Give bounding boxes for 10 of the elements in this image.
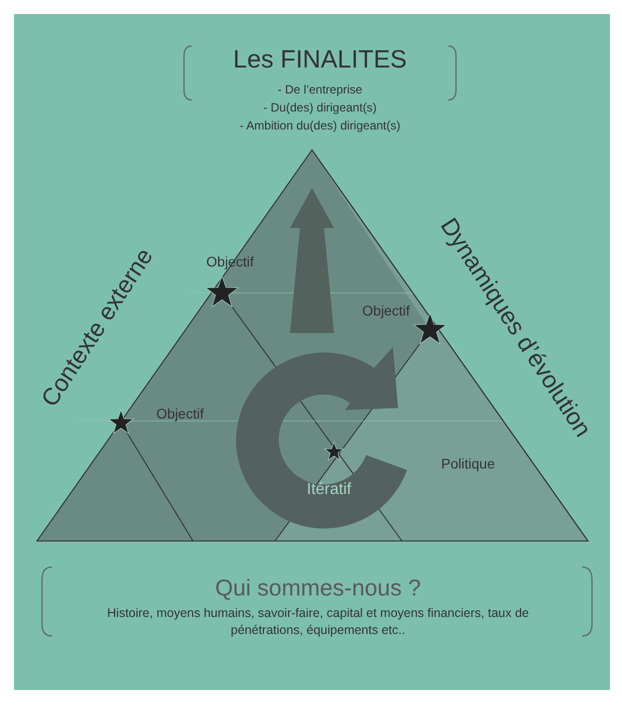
heading: Qui sommes-nous ?: [215, 575, 421, 601]
zone-label: Politique: [441, 456, 495, 472]
point-label: Objectif: [156, 406, 204, 422]
list-item: - Ambition du(des) dirigeant(s): [240, 119, 400, 133]
list-item: - Du(des) dirigeant(s): [263, 101, 377, 115]
arrow-label: Itératif: [306, 481, 352, 499]
heading: Les FINALITES: [233, 46, 407, 74]
description: Histoire, moyens humains, savoir-faire, capital et moyens financiers, taux de pénétrations, équipements etc..: [106, 605, 530, 639]
list-item: - De l’entreprise: [278, 83, 362, 97]
point-label: Objectif: [362, 303, 410, 319]
